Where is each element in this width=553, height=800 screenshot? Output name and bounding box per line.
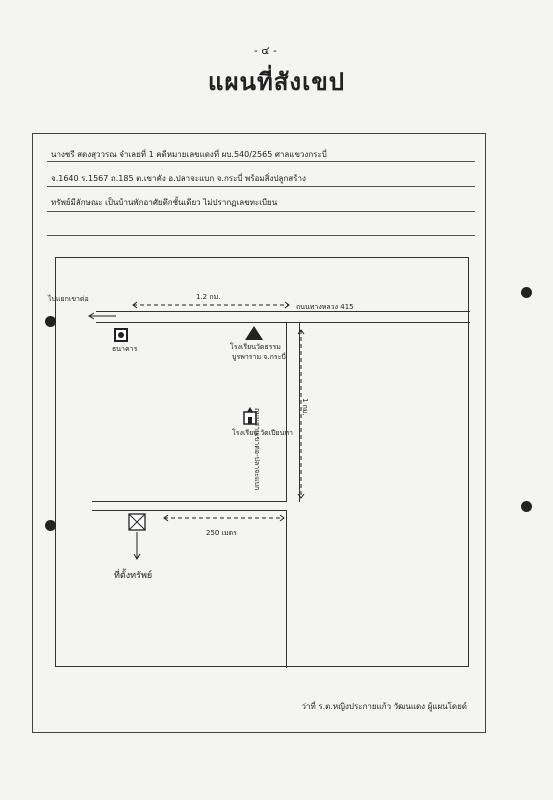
- main-road-label: ถนนทางหลวง 415: [296, 303, 354, 311]
- property-label: ที่ตั้งทรัพย์: [114, 571, 153, 581]
- punch-hole-right-bottom: [521, 501, 532, 512]
- distance-side-arrow-icon: [297, 329, 305, 499]
- signature-line: ว่าที่ ร.ต.หญิงประกายแก้ว วัฒนแดง ผู้แผน…: [301, 702, 467, 711]
- lower-road-top-edge: [92, 501, 287, 502]
- distance-side-label: 1 กม.: [301, 398, 309, 416]
- page-number: - ๔ -: [254, 44, 277, 57]
- document-frame: นางชรี สดงสุววรณ จำเลยที่ 1 คดีหมายเลขแด…: [32, 133, 486, 733]
- header-rule-3: [47, 211, 475, 212]
- property-marker-icon: [128, 513, 146, 531]
- header-line-2: จ.1640 ร.1567 ถ.185 ต.เขาคัง อ.ปลาจะแบก …: [51, 174, 306, 183]
- lower-road-bottom-edge: [92, 510, 287, 511]
- page-title: แผนที่สังเขป: [208, 67, 345, 96]
- side-road-left-edge: [286, 322, 287, 502]
- to-left-label: ไปแยกเขาต่อ: [48, 295, 89, 303]
- side-road-right-edge: [299, 322, 300, 502]
- temple-label: โรงเรียน วัดเปียนทา: [232, 429, 293, 437]
- school-label: โรงเรียนวัดธรรม: [230, 343, 281, 351]
- distance-bottom-arrow-icon: [163, 514, 285, 522]
- bank-label: ธนาคาร: [112, 345, 138, 353]
- punch-hole-left-bottom: [45, 520, 56, 531]
- temple-icon: [243, 407, 257, 425]
- side-road-label: ถนนสายเขาต่อ-ปลาจะแบก: [253, 408, 261, 491]
- header-line-3: ทรัพย์มีลักษณะ เป็นบ้านพักอาศัยตึกชั้นเด…: [51, 198, 278, 207]
- bank-icon: [114, 328, 128, 342]
- distance-bottom-label: 250 เมตร: [206, 529, 237, 537]
- to-left-arrow-icon: [88, 312, 116, 320]
- header-rule-4: [47, 235, 475, 236]
- punch-hole-right-top: [521, 287, 532, 298]
- header-line-1: นางชรี สดงสุววรณ จำเลยที่ 1 คดีหมายเลขแด…: [51, 150, 327, 159]
- punch-hole-left-top: [45, 316, 56, 327]
- property-arrow-icon: [133, 532, 141, 560]
- distance-top-label: 1.2 กม.: [196, 293, 221, 301]
- lower-road-vertical-edge: [286, 510, 287, 668]
- main-road-bottom-edge: [96, 322, 470, 323]
- header-rule-1: [47, 161, 475, 162]
- sketch-map: ไปแยกเขาต่อ 1.2 กม. ถนนทางหลวง 415 ธนาคา…: [48, 257, 470, 668]
- school-sub-label: บูรพาราม จ.กระบี่: [232, 353, 286, 361]
- header-rule-2: [47, 186, 475, 187]
- distance-top-arrow-icon: [132, 301, 290, 309]
- school-icon: [245, 326, 263, 340]
- main-road-top-edge: [96, 311, 470, 312]
